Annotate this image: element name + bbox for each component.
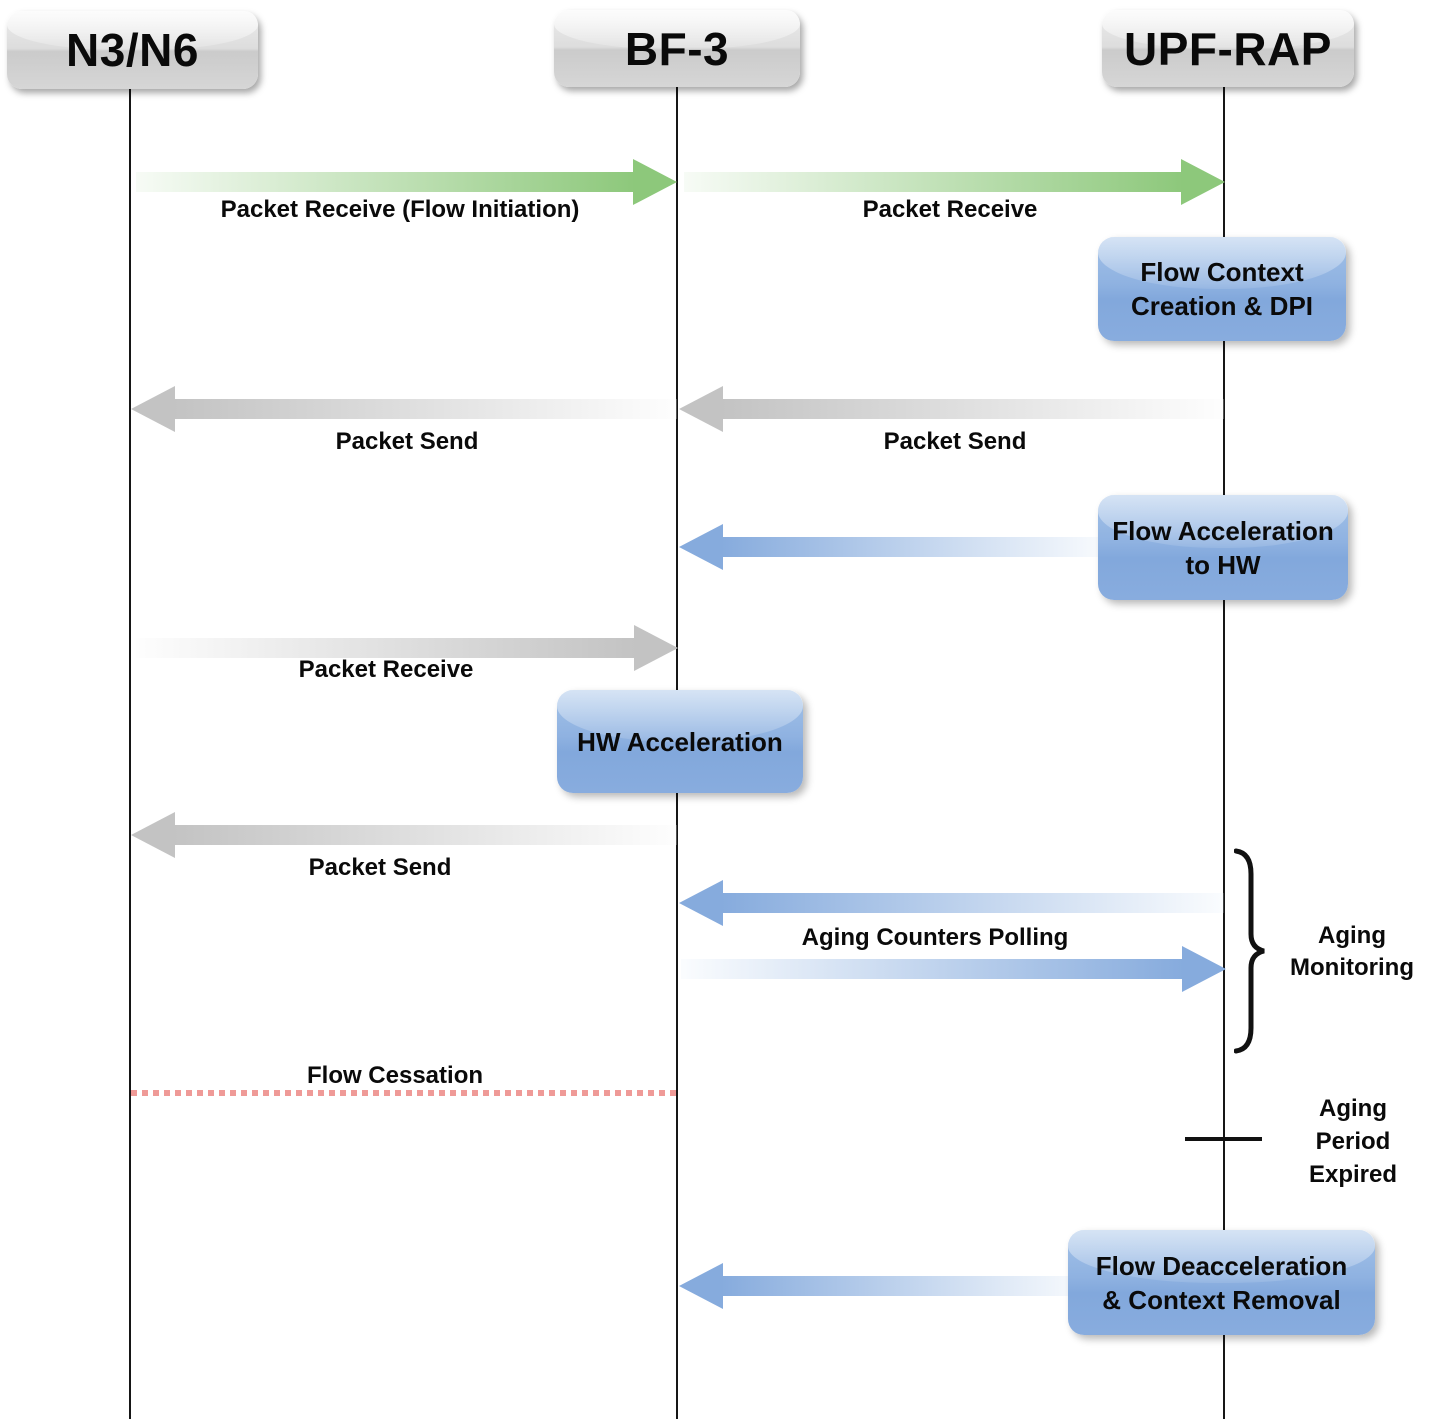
message-label-packet-send-left: Packet Send [335, 428, 479, 455]
arrow-packet-send-bf3-n3n6 [131, 386, 677, 432]
flow-cessation-line [131, 1090, 680, 1096]
arrow-packet-receive-n3n6-bf3 [136, 625, 678, 671]
message-label-packet-receive-2: Packet Receive [298, 656, 474, 683]
activity-box-flow-acceleration: Flow Acceleration to HW [1098, 495, 1348, 600]
activity-label-flow-context-creation: Flow Context Creation & DPI [1130, 257, 1314, 321]
activity-label-flow-acceleration: Flow Acceleration to HW [1112, 515, 1334, 580]
aging-monitoring-label: Aging Monitoring [1290, 922, 1414, 981]
arrow-aging-poll-request [681, 946, 1226, 992]
activity-label-hw-acceleration: HW Acceleration [577, 726, 783, 757]
actor-label-upf-rap: UPF-RAP [1124, 22, 1332, 75]
activity-box-flow-context-creation: Flow Context Creation & DPI [1098, 237, 1346, 341]
arrowhead-left-icon [131, 812, 175, 858]
message-label-aging-counters-polling: Aging Counters Polling [801, 924, 1069, 951]
arrowhead-left-icon [679, 1263, 723, 1309]
message-label-packet-receive-flow-initiation: Packet Receive (Flow Initiation) [220, 196, 580, 223]
arrow-packet-receive-flow-initiation [136, 159, 677, 205]
aging-period-expired-label: Aging Period Expired [1308, 1095, 1398, 1188]
arrow-aging-poll-response [679, 880, 1224, 926]
lifeline-n3n6 [129, 86, 131, 1419]
activity-box-hw-acceleration: HW Acceleration [557, 690, 803, 793]
arrowhead-left-icon [131, 386, 175, 432]
message-label-packet-send-2: Packet Send [308, 854, 452, 881]
actor-header-bf3: BF-3 [554, 10, 800, 87]
actor-label-bf3: BF-3 [624, 22, 730, 75]
activity-box-flow-deacceleration: Flow Deacceleration & Context Removal [1068, 1230, 1375, 1335]
arrow-packet-send-upf-bf3 [679, 386, 1224, 432]
arrowhead-right-icon [633, 159, 677, 205]
lifeline-upf-rap [1223, 86, 1225, 1419]
message-label-packet-receive: Packet Receive [862, 196, 1038, 223]
flow-cessation-label: Flow Cessation [306, 1062, 484, 1089]
arrow-packet-send-2 [131, 812, 677, 858]
activity-label-flow-deacceleration: Flow Deacceleration & Context Removal [1095, 1250, 1348, 1315]
arrowhead-right-icon [1182, 946, 1226, 992]
aging-period-expired-tick [1185, 1137, 1262, 1141]
actor-header-n3n6: N3/N6 [7, 11, 258, 89]
arrowhead-left-icon [679, 386, 723, 432]
arrow-flow-deacceleration [679, 1263, 1090, 1309]
arrowhead-left-icon [679, 880, 723, 926]
arrowhead-left-icon [679, 524, 723, 570]
arrow-packet-receive-bf3-upf [684, 159, 1225, 205]
arrowhead-right-icon [1181, 159, 1225, 205]
message-label-packet-send-right: Packet Send [883, 428, 1027, 455]
arrow-flow-acceleration [679, 524, 1110, 570]
aging-monitoring-brace-icon [1234, 848, 1265, 1054]
arrowhead-right-icon [634, 625, 678, 671]
actor-header-upf-rap: UPF-RAP [1102, 10, 1354, 87]
actor-label-n3n6: N3/N6 [66, 24, 199, 76]
